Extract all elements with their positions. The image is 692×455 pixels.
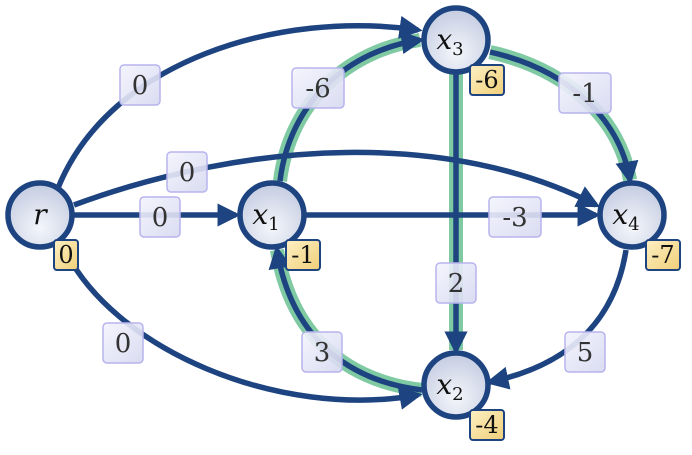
node-value-badge bbox=[469, 64, 505, 96]
node-value-label: 0 bbox=[58, 241, 73, 269]
node-r: r0 bbox=[5, 180, 79, 271]
edge-weight-box bbox=[139, 196, 181, 238]
edge-weight-box bbox=[102, 322, 144, 364]
edge-r-x2 bbox=[59, 242, 423, 410]
highlight-path bbox=[488, 45, 637, 182]
edge-weight-label: 0 bbox=[179, 158, 196, 188]
edge-r-x4 bbox=[73, 149, 601, 208]
node-circle bbox=[421, 350, 491, 420]
edge-weight-label: 0 bbox=[115, 329, 132, 359]
node-x2: x2 -4 bbox=[421, 350, 505, 441]
edge-r-x3 bbox=[55, 15, 423, 190]
node-label: x2 bbox=[436, 368, 463, 405]
node-value-badge bbox=[645, 239, 681, 271]
edge-weight-box bbox=[488, 196, 542, 238]
node-x3: x3 -6 bbox=[421, 5, 505, 96]
edge-weight-label: 0 bbox=[152, 203, 169, 233]
node-x1: x1 -1 bbox=[237, 180, 321, 271]
node-value-badge bbox=[285, 239, 321, 271]
edge-weight-box bbox=[558, 72, 612, 114]
node-value-badge bbox=[469, 409, 505, 441]
node-circle bbox=[421, 5, 491, 75]
highlight-path bbox=[273, 33, 422, 182]
edge-weight-box bbox=[301, 331, 343, 373]
edge-weight-box bbox=[119, 64, 161, 106]
edge-weight-box bbox=[291, 67, 345, 109]
node-label: x3 bbox=[436, 23, 463, 60]
edge-weight-label: -3 bbox=[502, 203, 527, 233]
edge-weight-box bbox=[166, 151, 208, 193]
edge-weight-label: 3 bbox=[314, 338, 331, 368]
node-value-badge bbox=[53, 239, 79, 271]
node-x4: x4 -7 bbox=[597, 180, 681, 271]
edge-weight-label: 5 bbox=[577, 338, 594, 368]
node-circle bbox=[237, 180, 307, 250]
node-label: x1 bbox=[252, 198, 279, 235]
edge-weight-box bbox=[435, 262, 477, 304]
node-value-label: -7 bbox=[651, 241, 674, 269]
edge-weight-label: -6 bbox=[305, 74, 330, 104]
node-circle bbox=[597, 180, 667, 250]
edge-weight-label: 2 bbox=[448, 269, 465, 299]
node-circle bbox=[5, 180, 75, 250]
node-label: r bbox=[33, 198, 48, 231]
node-value-label: -4 bbox=[475, 411, 498, 439]
node-label: x4 bbox=[612, 198, 639, 235]
edge-weight-label: -1 bbox=[572, 79, 597, 109]
node-value-label: -1 bbox=[291, 241, 314, 269]
edge-weight-label: 0 bbox=[132, 71, 149, 101]
node-value-label: -6 bbox=[475, 66, 498, 94]
edge-weight-box bbox=[564, 331, 606, 373]
